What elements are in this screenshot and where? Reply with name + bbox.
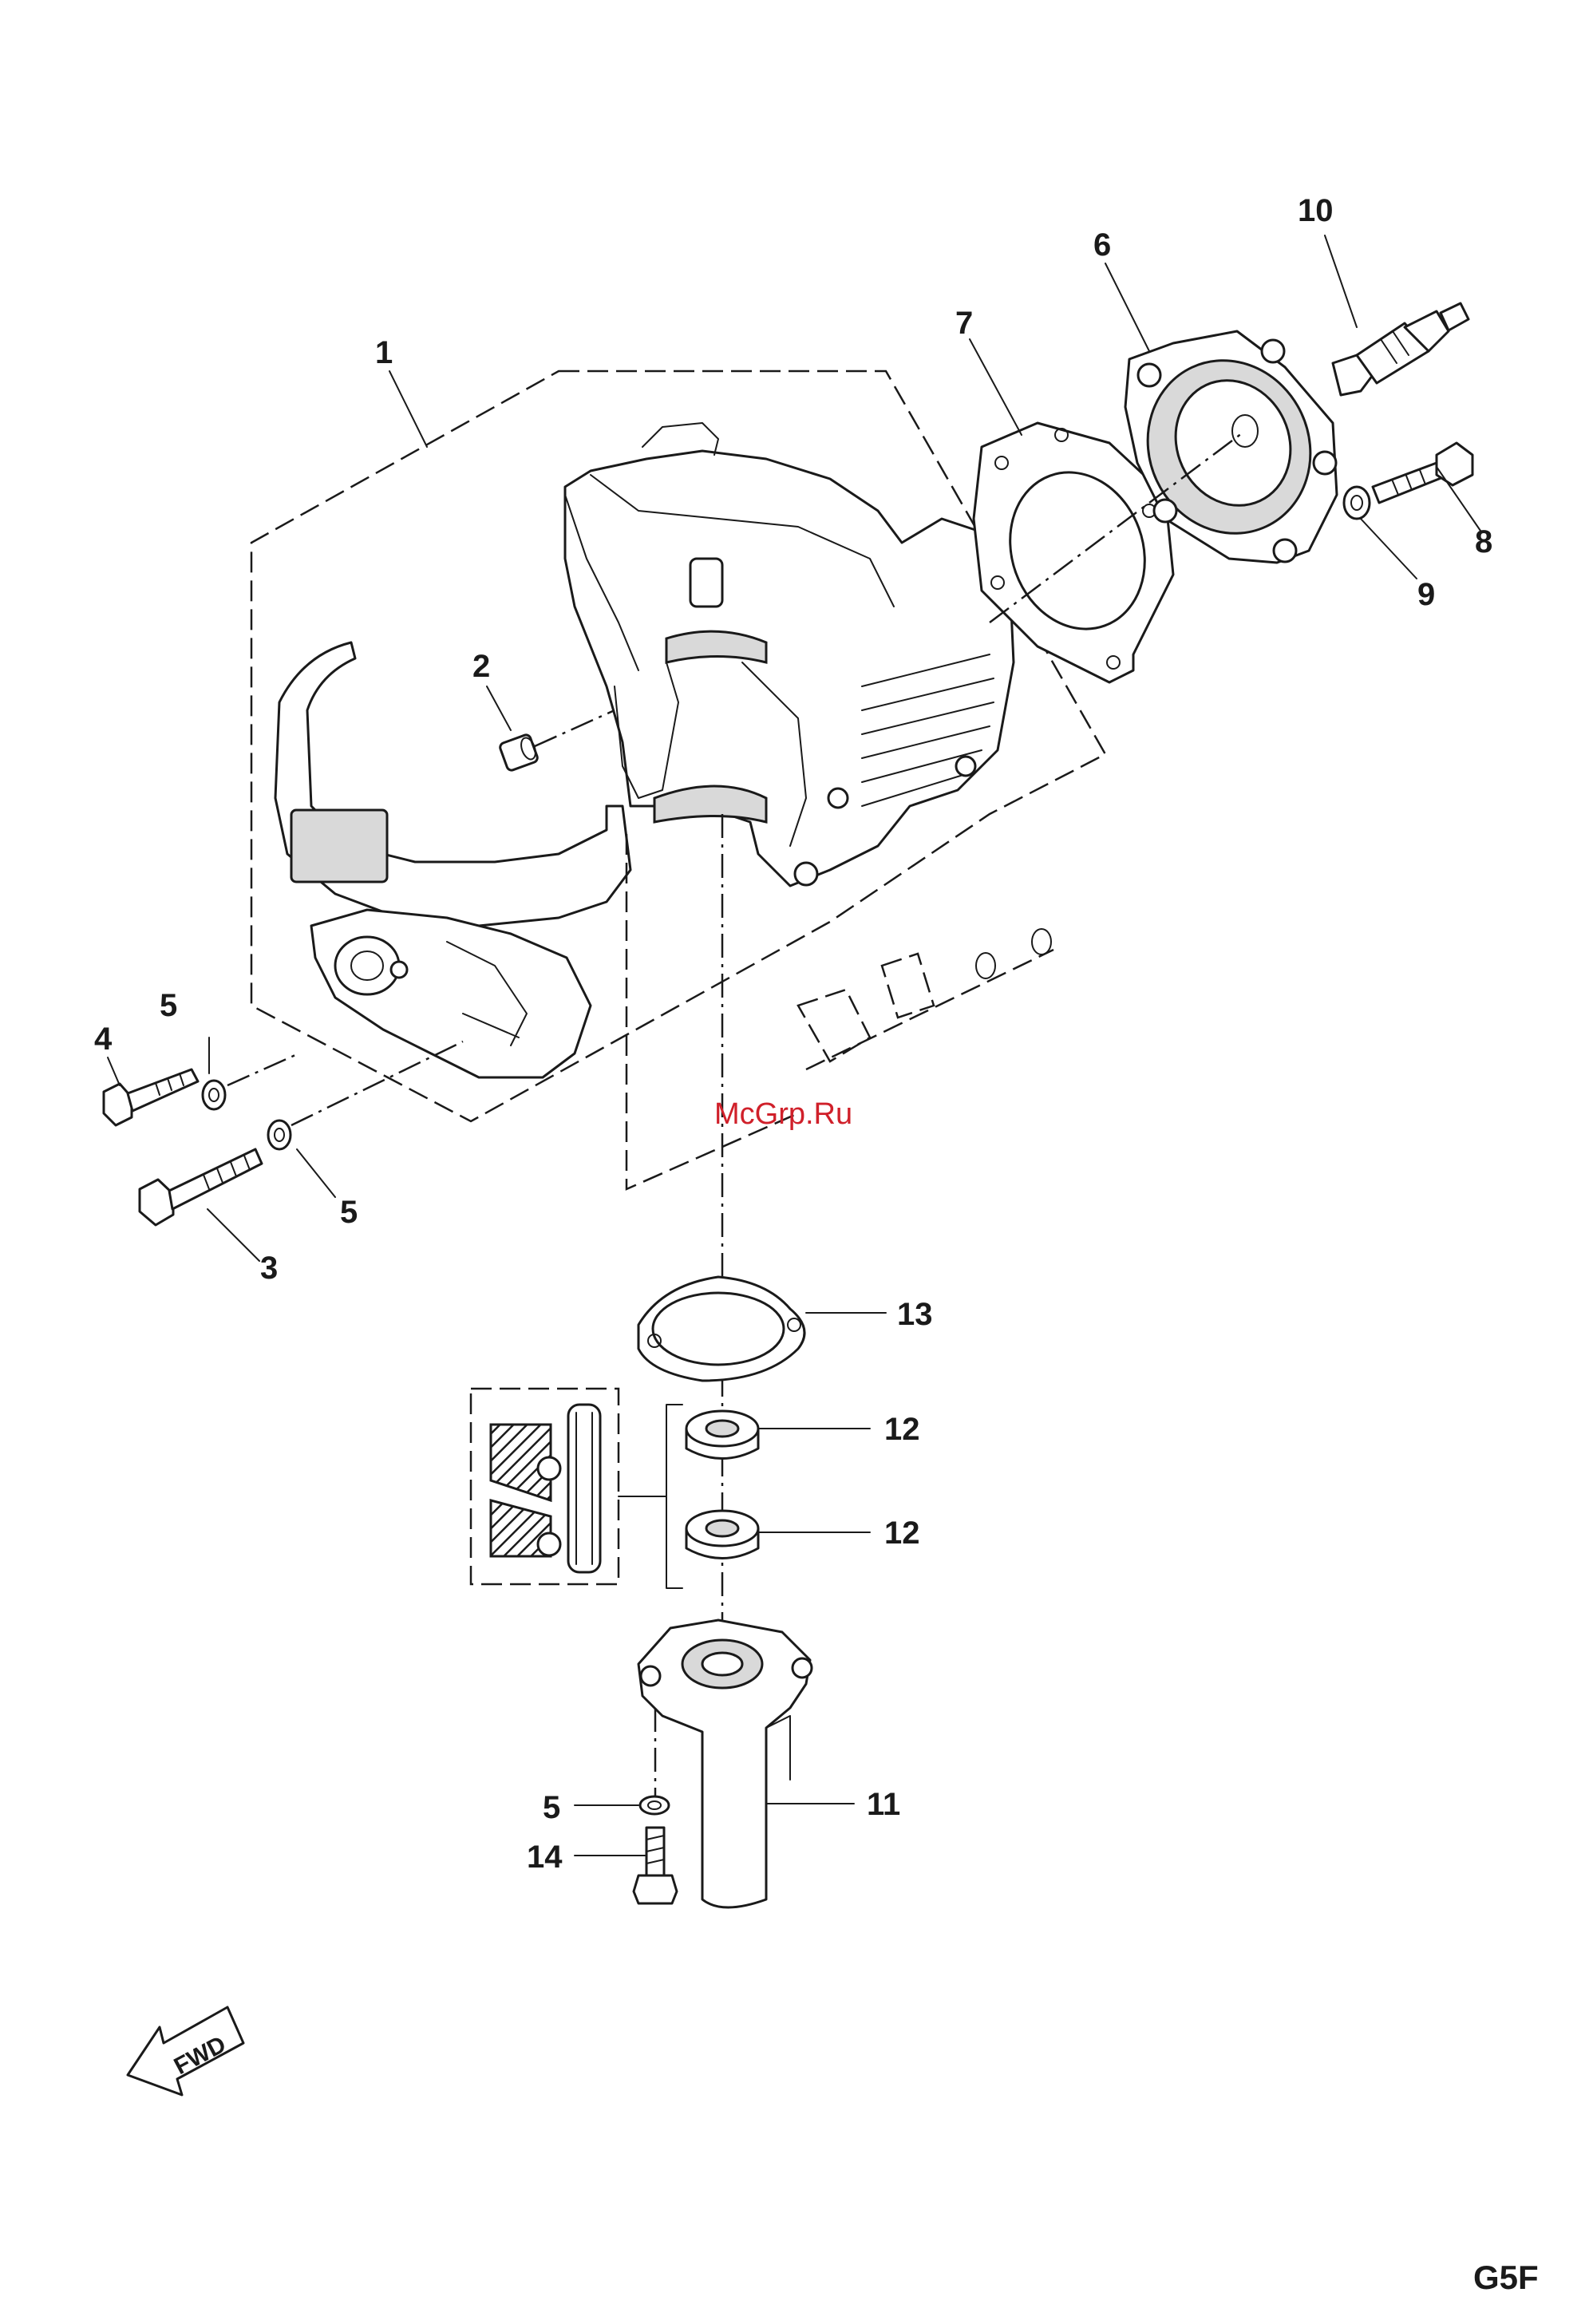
crankshaft-bore-lower [654,786,766,822]
callout-5-bottom: 5 [543,1790,560,1825]
callout-5-middle: 5 [340,1195,358,1230]
callout-10: 10 [1298,193,1334,228]
carburetor-jet [391,962,407,978]
part-5-washer-upper [203,1055,295,1109]
crankcase-mount-post [690,559,722,607]
reed-valve-detail [798,929,1053,1069]
flywheel-cover-shell [275,642,630,926]
callout-12-lower: 12 [884,1516,920,1551]
watermark-text: McGrp.Ru [714,1097,852,1131]
seal-section-inset [471,1389,619,1584]
callout-7: 7 [955,306,973,341]
callout-2: 2 [472,649,490,684]
carburetor-intake [335,937,399,994]
part-12-oil-seal-upper [686,1411,758,1459]
callout-12-upper: 12 [884,1412,920,1447]
shell-window [291,810,387,882]
callout-5-upper: 5 [160,988,177,1023]
part-12-oil-seal-lower [686,1511,758,1559]
callout-6: 6 [1093,227,1111,263]
carburetor-body [311,910,591,1077]
part-3-bolt [140,1149,262,1225]
callout-1: 1 [375,335,393,370]
callout-8: 8 [1475,524,1492,559]
callout-3: 3 [260,1251,278,1286]
part-5-washer-bottom [640,1796,669,1814]
part-13-gasket [638,1277,804,1381]
callout-4: 4 [94,1022,113,1057]
part-8-bolt [1373,443,1472,503]
part-2-plug [499,710,615,772]
crankcase-top-boss [642,423,718,455]
oil-seal-bracket [619,1405,682,1588]
callout-13: 13 [897,1297,933,1332]
part-4-bolt [104,1069,198,1125]
crankcase-bolt-boss-b [828,788,848,808]
forward-arrow-icon: FWD [128,2007,243,2095]
part-9-washer [1344,487,1370,519]
shaft-centerline-left [627,834,798,1189]
part-5-washer-lower [268,1041,463,1149]
callout-14: 14 [527,1840,563,1875]
crankcase-body [565,451,1014,886]
page-code: G5F [1473,2259,1539,2296]
callout-11: 11 [867,1787,900,1822]
crankcase-bolt-boss-a [795,863,817,885]
crankcase-bolt-boss-c [956,757,975,776]
callout-9: 9 [1417,577,1435,612]
